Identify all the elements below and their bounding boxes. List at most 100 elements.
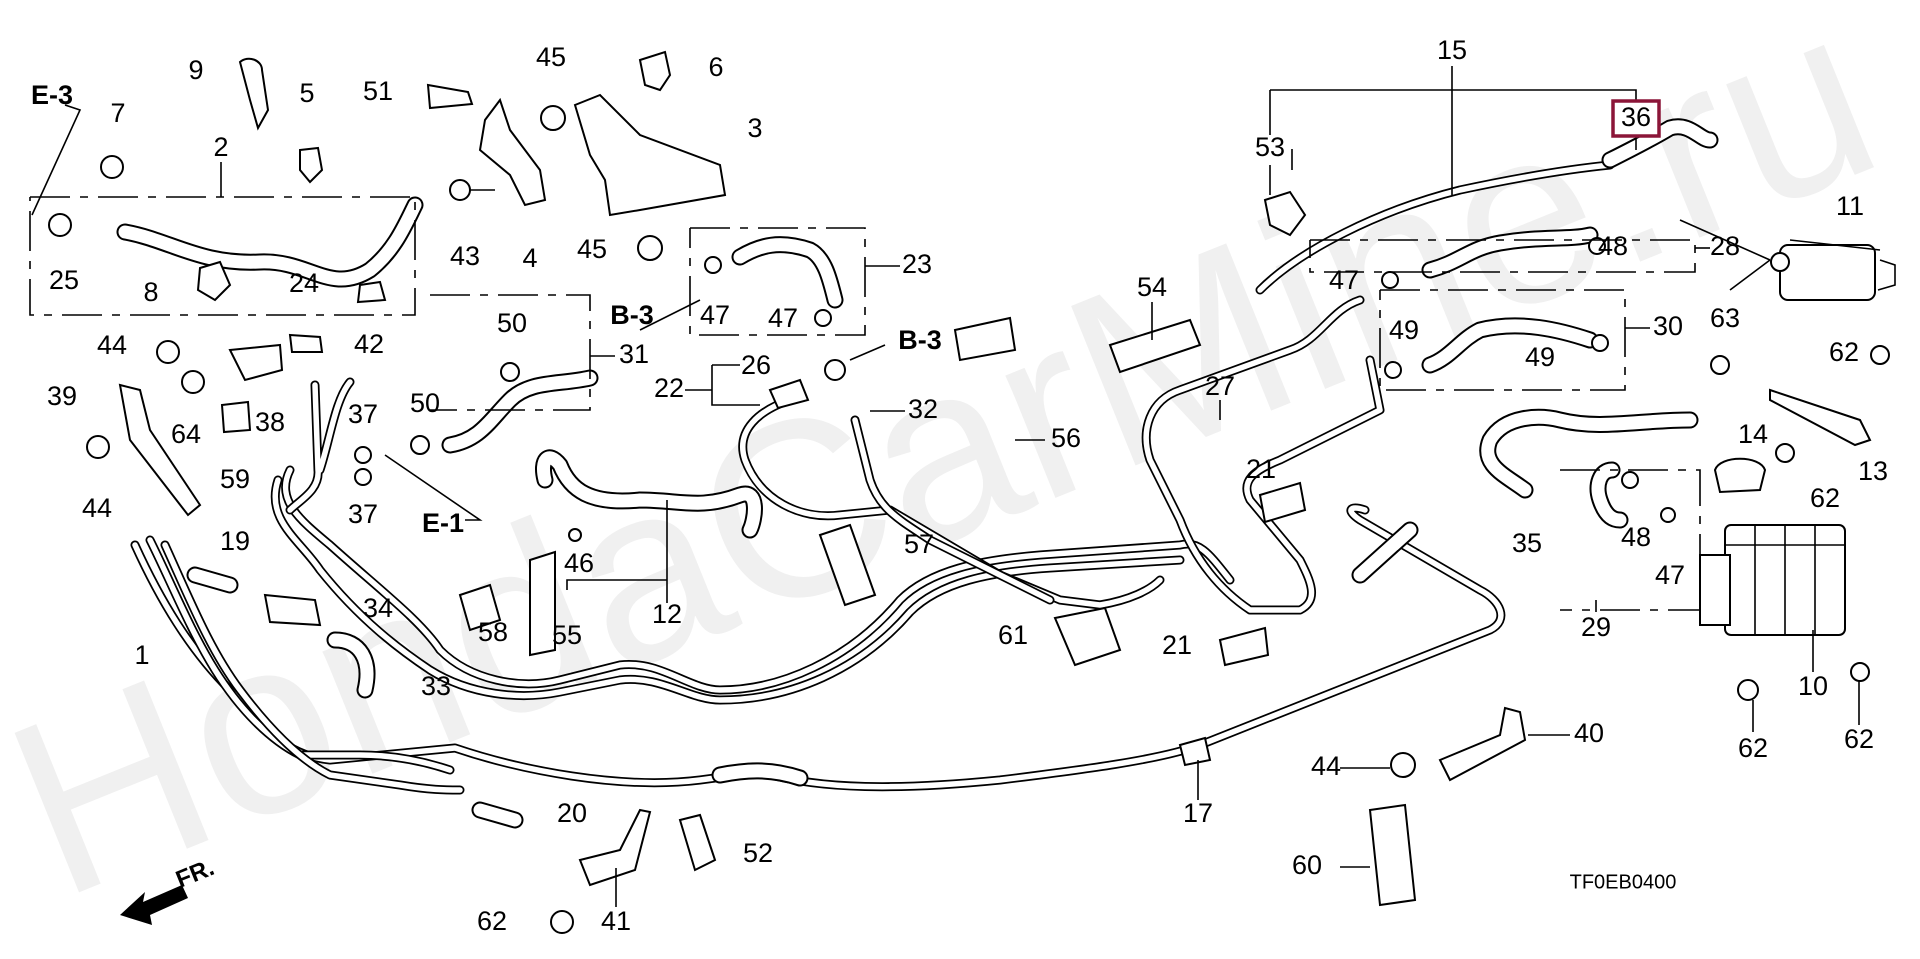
callout-30[interactable]: 30 — [1653, 311, 1683, 341]
callout-31[interactable]: 31 — [619, 339, 649, 369]
callout-27[interactable]: 27 — [1205, 371, 1235, 401]
callout-47d[interactable]: 47 — [1655, 560, 1685, 590]
callout-58[interactable]: 58 — [478, 617, 508, 647]
callout-3[interactable]: 3 — [747, 113, 762, 143]
callout-53[interactable]: 53 — [1255, 132, 1285, 162]
callout-64[interactable]: 64 — [171, 419, 201, 449]
callout-54[interactable]: 54 — [1137, 272, 1167, 302]
clip-34 — [263, 593, 322, 627]
callout-21a[interactable]: 21 — [1246, 454, 1276, 484]
callout-44b[interactable]: 44 — [82, 493, 112, 523]
callout-46[interactable]: 46 — [564, 548, 594, 578]
callout-62e[interactable]: 62 — [477, 906, 507, 936]
callout-19[interactable]: 19 — [220, 526, 250, 556]
callout-11[interactable]: 11 — [1836, 191, 1864, 221]
callout-17[interactable]: 17 — [1183, 798, 1213, 828]
callout-38[interactable]: 38 — [255, 407, 285, 437]
callout-62d[interactable]: 62 — [1844, 724, 1874, 754]
bolt-63 — [1710, 355, 1730, 375]
callout-6[interactable]: 6 — [708, 52, 723, 82]
callout-48a[interactable]: 48 — [1598, 231, 1628, 261]
callout-34[interactable]: 34 — [363, 593, 393, 623]
callout-50a[interactable]: 50 — [497, 308, 527, 338]
callout-40[interactable]: 40 — [1574, 718, 1604, 748]
ref-b3-left[interactable]: B-3 — [610, 300, 654, 330]
callout-8[interactable]: 8 — [143, 277, 158, 307]
callout-44c[interactable]: 44 — [1311, 751, 1341, 781]
diagram-code: TF0EB0400 — [1570, 871, 1677, 893]
callout-39[interactable]: 39 — [47, 381, 77, 411]
clip-21a — [1258, 481, 1307, 524]
callout-28[interactable]: 28 — [1710, 231, 1740, 261]
callout-36-highlighted[interactable]: 36 — [1611, 99, 1661, 138]
callout-25[interactable]: 25 — [49, 265, 79, 295]
callout-51[interactable]: 51 — [363, 76, 393, 106]
callout-47a[interactable]: 47 — [700, 300, 730, 330]
callout-47b[interactable]: 47 — [768, 303, 798, 333]
pipe-left-1 — [145, 535, 465, 795]
ref-e3[interactable]: E-3 — [31, 80, 73, 110]
callout-42[interactable]: 42 — [354, 329, 384, 359]
callout-41[interactable]: 41 — [601, 906, 631, 936]
callout-7[interactable]: 7 — [110, 98, 125, 128]
callout-49a[interactable]: 49 — [1389, 315, 1419, 345]
nut-64 — [181, 370, 205, 394]
callout-52[interactable]: 52 — [743, 838, 773, 868]
pipe-32 — [850, 415, 1055, 605]
callout-47c[interactable]: 47 — [1329, 265, 1359, 295]
ref-b3-right[interactable]: B-3 — [898, 325, 942, 355]
callout-55[interactable]: 55 — [552, 620, 582, 650]
callout-50b[interactable]: 50 — [410, 388, 440, 418]
callout-37a[interactable]: 37 — [348, 399, 378, 429]
callout-56[interactable]: 56 — [1051, 423, 1081, 453]
callout-9[interactable]: 9 — [188, 55, 203, 85]
clip-53 — [1263, 190, 1307, 237]
callout-13[interactable]: 13 — [1858, 456, 1888, 486]
callout-21b[interactable]: 21 — [1162, 630, 1192, 660]
callout-43[interactable]: 43 — [450, 241, 480, 271]
callout-12[interactable]: 12 — [652, 599, 682, 629]
callout-45b[interactable]: 45 — [577, 234, 607, 264]
clip-25 — [48, 213, 72, 237]
callout-36[interactable]: 36 — [1621, 102, 1651, 132]
callout-59[interactable]: 59 — [220, 464, 250, 494]
callout-2[interactable]: 2 — [213, 132, 228, 162]
callout-1[interactable]: 1 — [134, 640, 149, 670]
clip-37a — [354, 446, 372, 464]
callout-60[interactable]: 60 — [1292, 850, 1322, 880]
ref-e1[interactable]: E-1 — [422, 508, 464, 538]
callout-33[interactable]: 33 — [421, 671, 451, 701]
callout-4[interactable]: 4 — [522, 243, 537, 273]
hose-12 — [535, 449, 763, 539]
callout-57[interactable]: 57 — [904, 529, 934, 559]
callout-10[interactable]: 10 — [1798, 671, 1828, 701]
callout-20[interactable]: 20 — [557, 798, 587, 828]
callout-35[interactable]: 35 — [1512, 528, 1542, 558]
callout-24[interactable]: 24 — [289, 268, 319, 298]
callout-29[interactable]: 29 — [1581, 612, 1611, 642]
callout-49b[interactable]: 49 — [1525, 342, 1555, 372]
callout-44a[interactable]: 44 — [97, 330, 127, 360]
callout-61[interactable]: 61 — [998, 620, 1028, 650]
callout-23[interactable]: 23 — [902, 249, 932, 279]
callout-14[interactable]: 14 — [1738, 419, 1768, 449]
callout-48b[interactable]: 48 — [1621, 522, 1651, 552]
callout-22[interactable]: 22 — [654, 373, 684, 403]
bracket-38 — [228, 343, 284, 382]
callout-62c[interactable]: 62 — [1738, 733, 1768, 763]
callout-32[interactable]: 32 — [908, 394, 938, 424]
callout-62b[interactable]: 62 — [1810, 483, 1840, 513]
callout-5[interactable]: 5 — [299, 78, 314, 108]
grommet-59 — [220, 400, 252, 434]
callout-37b[interactable]: 37 — [348, 499, 378, 529]
callout-26[interactable]: 26 — [741, 350, 771, 380]
bolt-62c — [1737, 679, 1759, 701]
callout-63[interactable]: 63 — [1710, 303, 1740, 333]
nut-44a — [156, 340, 180, 364]
callout-45a[interactable]: 45 — [536, 42, 566, 72]
callout-15[interactable]: 15 — [1437, 35, 1467, 65]
clip-8 — [196, 260, 232, 302]
callout-62a[interactable]: 62 — [1829, 337, 1859, 367]
hose-35 — [1479, 408, 1699, 499]
clip-49b — [1591, 334, 1609, 352]
